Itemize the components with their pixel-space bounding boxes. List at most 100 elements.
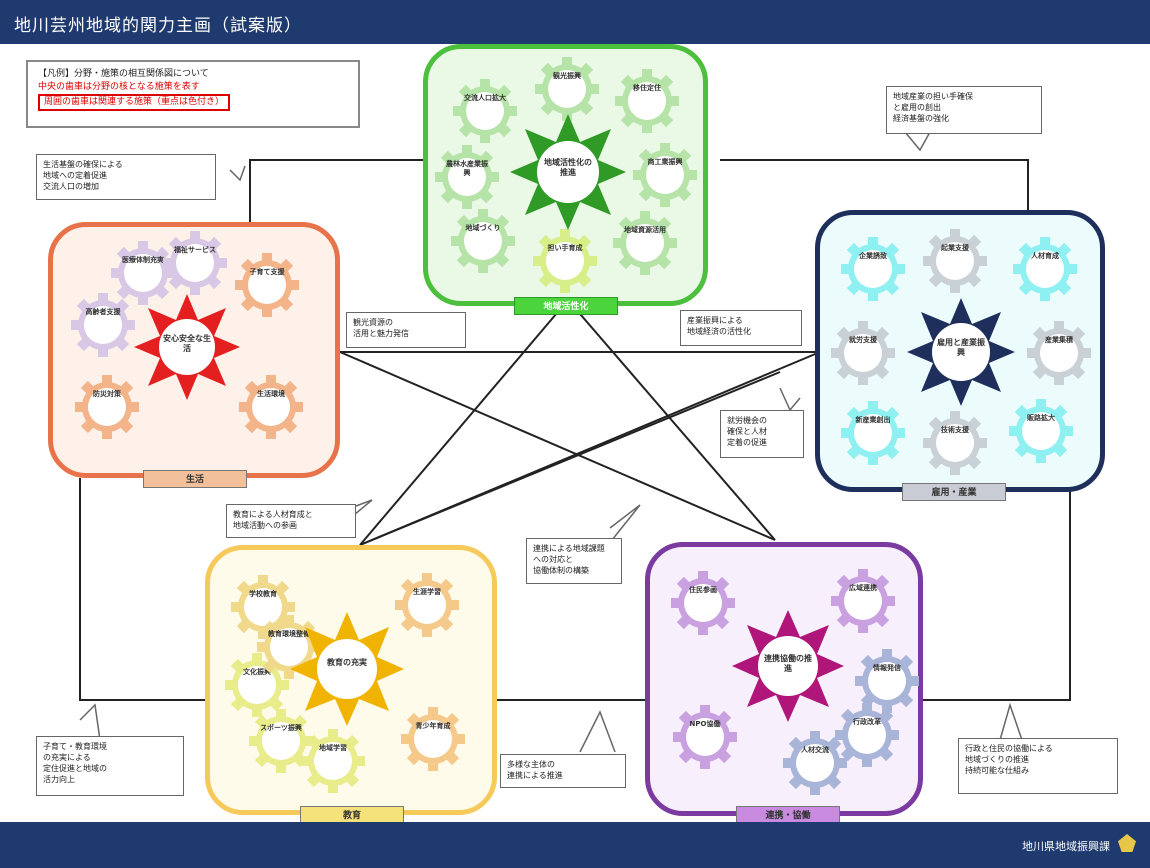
callout-box: 産業振興による 地域経済の活性化 (680, 310, 802, 346)
gear-label: 住民参画 (689, 586, 717, 594)
gear-label: 新産業創出 (855, 416, 891, 424)
callout-box: 子育て・教育環境 の充実による 定住促進と地域の 活力向上 (36, 736, 184, 796)
gear-label: 地域資源活用 (624, 226, 666, 234)
gear-label: 企業誘致 (859, 252, 887, 260)
gear-icon: 教育環境整備 (254, 612, 324, 682)
footer-org: 地川県地域振興課 (1022, 840, 1110, 853)
callout-box: 多様な主体の 連携による推進 (500, 754, 626, 788)
gear-label: 農林水産業振興 (446, 160, 488, 177)
gear-label: 教育環境整備 (268, 630, 310, 638)
gear-label: 青少年育成 (415, 722, 451, 730)
header-bar: 地川芸州地域的関力主画（試案版） (0, 0, 1150, 44)
gear-icon: 子育て支援 (232, 250, 302, 320)
gear-icon: 防災対策 (72, 372, 142, 442)
gear-icon: 移住定住 (612, 66, 682, 136)
footer-bar: 地川県地域振興課 (0, 822, 1150, 868)
gear-icon: 販路拡大 (1006, 396, 1076, 466)
callout-box: 地域産業の担い手確保 と雇用の創出 経済基盤の強化 (886, 86, 1042, 134)
gear-icon: 福祉サービス (160, 228, 230, 298)
callout-box: 教育による人材育成と 地域活動への参画 (226, 504, 356, 538)
legend-line-1: 【凡例】分野・施策の相互関係図について (38, 69, 209, 79)
gear-icon: 新産業創出 (838, 398, 908, 468)
gear-icon: 就労支援 (828, 318, 898, 388)
gear-label: 福祉サービス (174, 246, 216, 254)
gear-icon: 生涯学習 (392, 570, 462, 640)
core-star-icon: 地域活性化の推進 (508, 112, 628, 232)
gear-label: NPO協働 (689, 720, 721, 728)
gear-label: 学校教育 (249, 590, 277, 598)
gear-label: 担い手育成 (547, 244, 583, 252)
callout-box: 連携による地域課題 への対応と 協働体制の構築 (526, 538, 622, 584)
gear-label: 広域連携 (849, 584, 877, 592)
callout-box: 行政と住民の協働による 地域づくりの推進 持続可能な仕組み (958, 738, 1118, 794)
gear-label: 地域づくり (465, 224, 501, 232)
gear-label: 行政改革 (853, 718, 881, 726)
gear-label: 防災対策 (93, 390, 121, 398)
core-star-icon: 教育の充実 (288, 610, 406, 728)
gear-icon: 担い手育成 (530, 226, 600, 296)
gear-icon: 地域資源活用 (610, 208, 680, 278)
gear-icon: 産業集積 (1024, 318, 1094, 388)
gear-icon: 生活環境 (236, 372, 306, 442)
gear-label: 観光振興 (553, 72, 581, 80)
gear-icon: NPO協働 (670, 702, 740, 772)
gear-label: 文化振興 (243, 668, 271, 676)
gear-icon: 商工業振興 (630, 140, 700, 210)
gear-label: スポーツ振興 (260, 724, 302, 732)
gear-label: 高齢者支援 (85, 308, 121, 316)
gear-label: 起業支援 (941, 244, 969, 252)
gear-icon: 交流人口拡大 (450, 76, 520, 146)
gear-label: 産業集積 (1045, 336, 1073, 344)
gear-icon: 高齢者支援 (68, 290, 138, 360)
gear-icon: 人材育成 (1010, 234, 1080, 304)
core-star-icon: 雇用と産業振興 (905, 296, 1017, 408)
core-label: 雇用と産業振興 (937, 338, 985, 357)
core-label: 連携協働の推進 (764, 654, 812, 673)
gear-label: 移住定住 (633, 84, 661, 92)
gear-label: 人材交流 (801, 746, 829, 754)
gear-label: 就労支援 (849, 336, 877, 344)
gear-label: 交流人口拡大 (464, 94, 506, 102)
gear-label: 医療体制充実 (122, 256, 164, 264)
legend-line-3: 周囲の歯車は関連する施策（重点は色付き） (38, 94, 231, 111)
gear-icon: 地域学習 (298, 726, 368, 796)
gear-icon: 地域づくり (448, 206, 518, 276)
gear-icon: 起業支援 (920, 226, 990, 296)
callout-box: 観光資源の 活用と魅力発信 (346, 312, 466, 348)
panel-tag-green: 地域活性化 (514, 297, 618, 315)
page-title: 地川芸州地域的関力主画（試案版） (14, 16, 302, 36)
gear-icon: 企業誘致 (838, 234, 908, 304)
gear-icon: 医療体制充実 (108, 238, 178, 308)
logo-icon (1118, 834, 1136, 852)
gear-label: 技術支援 (941, 426, 969, 434)
gear-icon: 住民参画 (668, 568, 738, 638)
gear-label: 商工業振興 (647, 158, 683, 166)
callout-box: 生活基盤の確保による 地域への定着促進 交流人口の増加 (36, 154, 216, 200)
gear-label: 子育て支援 (249, 268, 285, 276)
panel-tag-red: 生活 (143, 470, 247, 488)
gear-icon: 人材交流 (780, 728, 850, 798)
gear-icon: 行政改革 (832, 700, 902, 770)
panel-tag-blue: 雇用・産業 (902, 483, 1006, 501)
gear-icon: 広域連携 (828, 566, 898, 636)
gear-label: 生涯学習 (413, 588, 441, 596)
legend-line-2: 中央の歯車は分野の核となる施策を表す (38, 82, 200, 92)
gear-icon: 学校教育 (228, 572, 298, 642)
core-label: 地域活性化の推進 (544, 158, 592, 177)
legend-box: 【凡例】分野・施策の相互関係図について 中央の歯車は分野の核となる施策を表す 周… (26, 60, 360, 128)
gear-icon: スポーツ振興 (246, 706, 316, 776)
gear-icon: 青少年育成 (398, 704, 468, 774)
gear-icon: 文化振興 (222, 650, 292, 720)
gear-icon: 観光振興 (532, 54, 602, 124)
core-label: 安心安全な生活 (163, 334, 211, 353)
core-star-icon: 安心安全な生活 (132, 292, 242, 402)
gear-icon: 技術支援 (920, 408, 990, 478)
core-star-icon: 連携協働の推進 (730, 608, 846, 724)
gear-icon: 情報発信 (852, 646, 922, 716)
gear-label: 人材育成 (1031, 252, 1059, 260)
gear-label: 販路拡大 (1027, 414, 1055, 422)
gear-icon: 農林水産業振興 (432, 142, 502, 212)
gear-label: 情報発信 (873, 664, 901, 672)
gear-label: 地域学習 (319, 744, 347, 752)
